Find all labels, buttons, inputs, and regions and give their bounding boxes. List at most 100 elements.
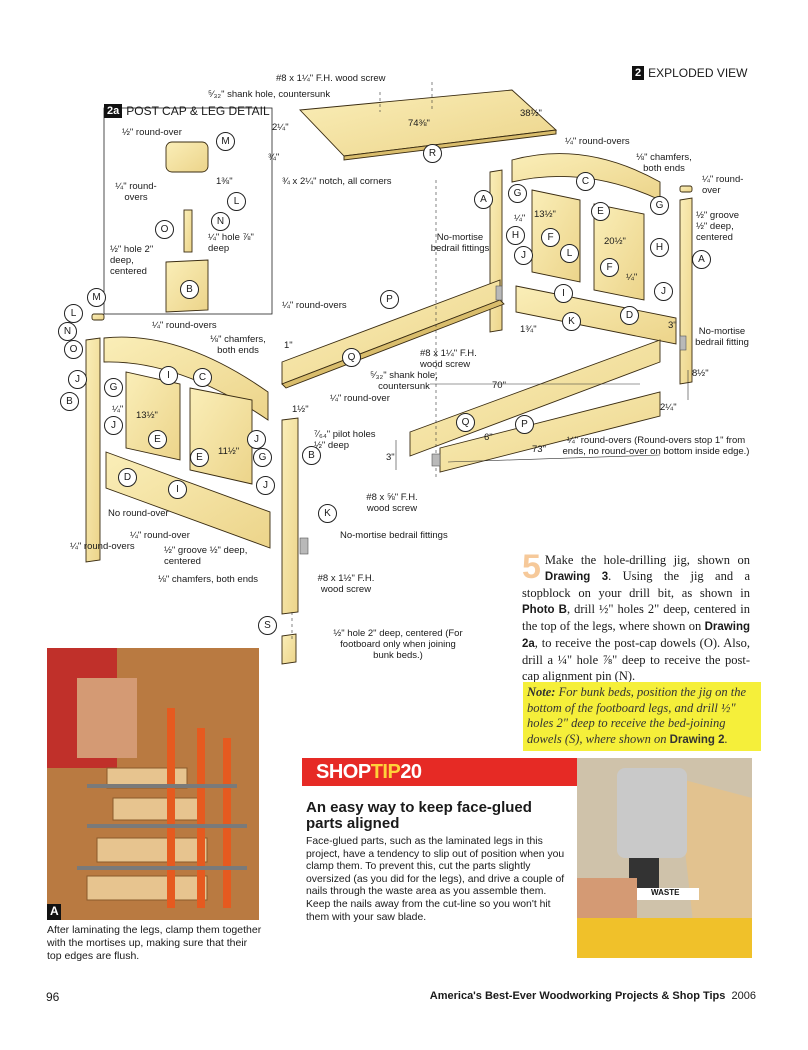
callout-g-fb2: G [253, 448, 272, 467]
label-screw-top: #8 x 1¼" F.H. wood screw [276, 73, 386, 84]
footboard-leg-left [85, 337, 101, 563]
label-dc-roundover: ½" round-over [122, 127, 182, 138]
label-chamfers-hb: ⅛" chamfers, both ends [636, 152, 692, 174]
footboard-leg-right [281, 417, 299, 615]
callout-l-dc: L [227, 192, 246, 211]
label-dim-1112: 11½" [218, 446, 240, 457]
shop-tip-body: Face-glued parts, such as the laminated … [306, 836, 565, 923]
callout-j-fb3: J [247, 430, 266, 449]
label-dim-3812: 38½" [520, 108, 542, 119]
callout-g-hb2: G [650, 196, 669, 215]
note-end: . [724, 731, 728, 746]
step-ref-photo-b: Photo B [522, 604, 567, 616]
photo-a-illustration [47, 648, 259, 920]
callout-h-hb2: H [650, 238, 669, 257]
note-label: Note: [527, 685, 556, 699]
label-roundovers-fb: ¼" round-overs [152, 320, 217, 331]
callout-a-hb2: A [692, 250, 711, 269]
label-hole-bunk: ½" hole 2" deep, centered (For footboard… [333, 628, 463, 661]
callout-e-fb2: E [190, 448, 209, 467]
label-dim-214-b: 2¼" [660, 402, 677, 413]
callout-p-top: P [380, 290, 399, 309]
detail-heading: 2a POST CAP & LEG DETAIL [104, 104, 270, 118]
callout-o-dc: O [155, 220, 174, 239]
label-dim-7438: 74⅜" [408, 118, 430, 129]
label-dim-14-fb: ¼" [112, 404, 124, 415]
detail-number: 2a [104, 104, 123, 118]
step-text-2: . Using the jig and a stopblock on your … [522, 569, 750, 600]
label-screw-58: #8 x ⅝" F.H. wood screw [366, 492, 418, 514]
label-dim-2012: 20½" [604, 236, 626, 247]
label-roundover-hb: ¼" round-over [702, 174, 744, 196]
callout-j-fb2: J [104, 416, 123, 435]
label-dim-1312-fb: 13½" [136, 410, 158, 421]
callout-g-hb1: G [508, 184, 527, 203]
shop-tip-headline: An easy way to keep face-glued parts ali… [306, 799, 532, 832]
label-no-round-over: No round-over [108, 508, 169, 519]
shop-tip-photo-waste: WASTE [651, 888, 680, 897]
label-notch: ¾ x 2¼" notch, all corners [282, 176, 392, 187]
label-dim-6: 6" [484, 432, 493, 443]
callout-i-fb2: I [168, 480, 187, 499]
callout-i-hb: I [554, 284, 573, 303]
label-groove-hb: ½" groove ½" deep, centered [696, 210, 739, 243]
page-number: 96 [46, 990, 60, 1004]
drawing-number: 2 [632, 66, 645, 80]
callout-f-hb1: F [541, 228, 560, 247]
label-dim-1: 1" [284, 340, 293, 351]
label-chamfers-fb-b: ⅛" chamfers, both ends [158, 574, 259, 585]
footboard-top-rail [103, 336, 269, 421]
callout-b-fb2: B [302, 446, 321, 465]
step-ref-drawing-2a: Drawing 2a [522, 621, 750, 650]
label-dim-1312-hb: 13½" [534, 209, 556, 220]
photo-a: A [47, 648, 259, 920]
shop-tip-word-shop: SHOP [316, 761, 371, 783]
note-ref-drawing-2: Drawing 2 [669, 733, 725, 746]
callout-j-hb1: J [514, 246, 533, 265]
note-text: For bunk beds, position the jig on the b… [527, 685, 747, 746]
callout-a-hb1: A [474, 190, 493, 209]
label-pilot-holes: ⁷⁄₆₄" pilot holes ½" deep [314, 429, 376, 451]
callout-q-top: Q [342, 348, 361, 367]
callout-c-hb: C [576, 172, 595, 191]
label-dim-812: 8½" [692, 368, 709, 379]
callout-k-hb: K [562, 312, 581, 331]
label-dim-214: 2¼" [272, 122, 289, 133]
callout-c-fb: C [193, 368, 212, 387]
callout-i-fb1: I [159, 366, 178, 385]
headboard-leg-right [679, 197, 693, 385]
label-dc-hole-12: ½" hole 2" deep, centered [110, 244, 154, 277]
callout-r: R [423, 144, 442, 163]
label-roundovers-p: ¼" round-overs [282, 300, 347, 311]
label-dim-112: 1½" [292, 404, 309, 415]
callout-n-dc: N [211, 212, 230, 231]
label-screw-mid: #8 x 1¼" F.H. wood screw [420, 348, 477, 370]
label-dim-134: 1¾" [520, 324, 537, 335]
callout-k-fb: K [318, 504, 337, 523]
callout-j-fb1: J [68, 370, 87, 389]
callout-b-fb: B [60, 392, 79, 411]
callout-f-hb2: F [600, 258, 619, 277]
label-roundovers-hb: ¼" round-overs [565, 136, 630, 147]
step-text-4: , to receive the post-cap dowels (O). Al… [522, 636, 750, 683]
label-dc-roundovers: ¼" round-overs [115, 181, 157, 203]
step-text-3: , drill ½" holes 2" deep, centered in th… [522, 602, 750, 633]
label-dc-hole-14: ¼" hole ⅞" deep [208, 232, 254, 254]
exploded-view-heading: 2 EXPLODED VIEW [632, 66, 747, 80]
callout-m-fb: M [87, 288, 106, 307]
step-text-1: Make the hole-drilling jig, shown on [544, 553, 750, 567]
callout-s: S [258, 616, 277, 635]
label-roundover-fb-b: ¼" round-over [130, 530, 190, 541]
label-shank-hole-mid: ⁵⁄₃₂" shank hole, countersunk [370, 370, 438, 392]
callout-l-fb: L [64, 304, 83, 323]
step-number: 5 [522, 548, 541, 586]
callout-j-fb4: J [256, 476, 275, 495]
label-dim-14-hb-a: ¼" [514, 213, 526, 224]
callout-e-hb: E [591, 202, 610, 221]
photo-a-label: A [50, 904, 59, 918]
callout-q-bot: Q [456, 413, 475, 432]
label-roundover-q: ¼" round-over [330, 393, 390, 404]
label-dim-70: 70" [492, 380, 506, 391]
footer-book: America's Best-Ever Woodworking Projects… [430, 990, 756, 1002]
